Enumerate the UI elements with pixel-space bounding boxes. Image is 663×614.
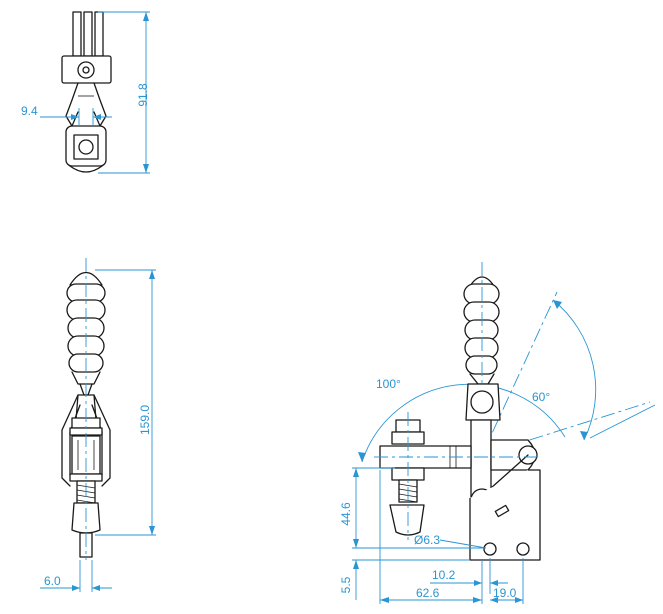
dim-front-bottom-offset: 5.5 bbox=[339, 576, 353, 593]
dim-top-height: 91.8 bbox=[136, 83, 150, 107]
top-view bbox=[40, 11, 150, 174]
dim-hole-diameter: Ø6.3 bbox=[414, 533, 440, 547]
dim-hole-spacing: 19.0 bbox=[493, 586, 517, 600]
dim-side-height: 159.0 bbox=[138, 405, 152, 435]
angle-open: 100° bbox=[376, 377, 401, 391]
dim-front-total-width: 62.6 bbox=[416, 586, 440, 600]
dim-side-width: 6.0 bbox=[44, 574, 61, 588]
dim-front-offset-small: 10.2 bbox=[432, 568, 456, 582]
front-view bbox=[352, 262, 656, 604]
side-view bbox=[40, 258, 156, 592]
dim-front-base-height: 44.6 bbox=[339, 502, 353, 526]
dim-top-width: 9.4 bbox=[21, 104, 38, 118]
angle-handle: 60° bbox=[532, 390, 550, 404]
